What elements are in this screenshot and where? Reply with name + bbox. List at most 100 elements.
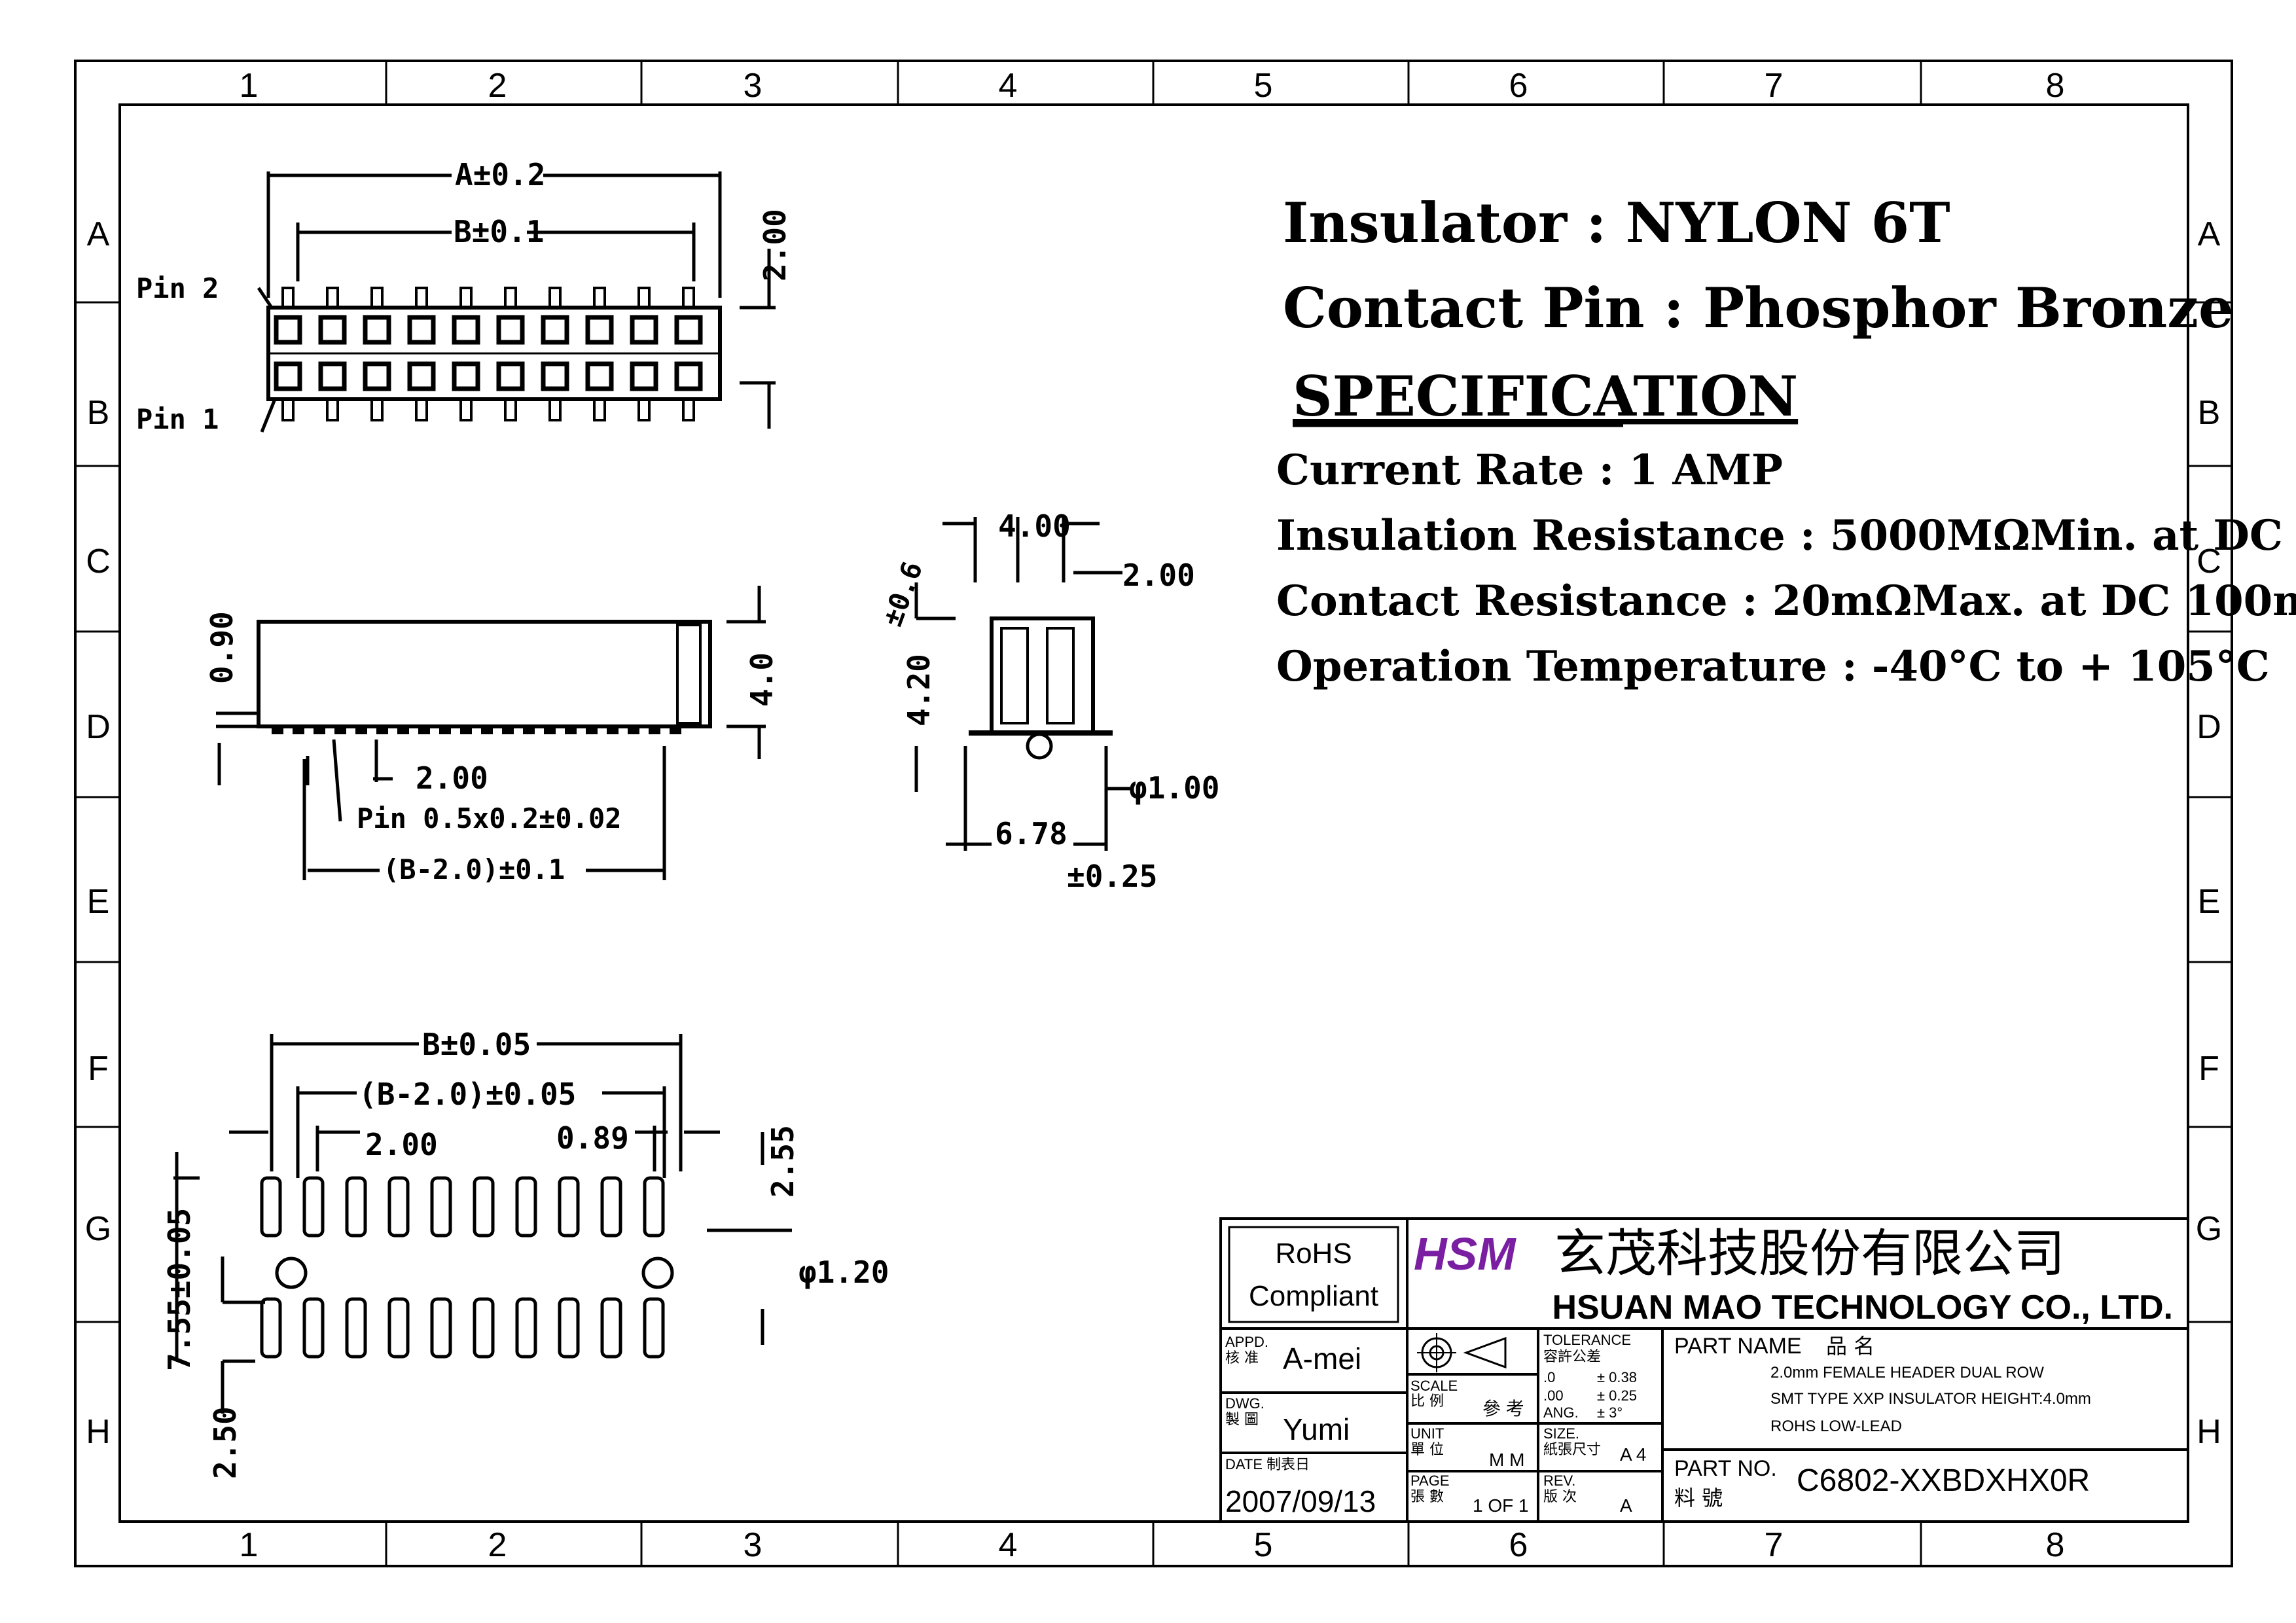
contact-square <box>407 361 436 391</box>
dim-b2-pcb: (B-2.0)±0.05 <box>359 1077 576 1112</box>
part-desc-1: 2.0mm FEMALE HEADER DUAL ROW <box>1770 1364 2044 1382</box>
side-bump <box>565 725 577 734</box>
zone-col-4: 4 <box>999 67 1018 105</box>
side-bump <box>502 725 514 734</box>
rohs-label: RoHS <box>1275 1238 1352 1270</box>
pin1-label: Pin 1 <box>136 403 219 435</box>
dim-255: 2.55 <box>765 1125 800 1198</box>
contact-square <box>452 315 480 345</box>
pcb-pad <box>473 1297 495 1359</box>
lead-stub <box>548 287 562 309</box>
size-label: SIZE. <box>1543 1425 1579 1442</box>
pcb-pad <box>430 1297 452 1359</box>
side-bump <box>397 725 409 734</box>
scale-value: 參 考 <box>1482 1399 1524 1419</box>
dim-200-end: 2.00 <box>1122 558 1195 593</box>
lead-stub <box>682 287 695 309</box>
zone-col-5: 5 <box>1254 67 1273 105</box>
date-cn: 制表日 <box>1266 1457 1310 1473</box>
rev-cn: 版 次 <box>1543 1489 1577 1505</box>
page-value: 1 OF 1 <box>1473 1495 1529 1516</box>
pcb-pad <box>515 1176 537 1238</box>
spec-heading: SPECIFICATION <box>1293 364 1798 429</box>
rev-value: A <box>1620 1495 1632 1516</box>
contact-square <box>585 361 614 391</box>
part-desc-2: SMT TYPE XXP INSULATOR HEIGHT:4.0mm <box>1770 1390 2091 1408</box>
pcb-pad <box>345 1297 367 1359</box>
tol-row3-val: ± 3° <box>1597 1404 1623 1421</box>
tolerance-cn: 容許公差 <box>1543 1349 1601 1365</box>
dim-b-pcb: B±0.05 <box>422 1027 531 1062</box>
zone-col-1: 1 <box>240 67 259 105</box>
tol-row1-val: ± 0.38 <box>1597 1369 1637 1385</box>
pcb-pad <box>643 1176 665 1238</box>
zone-row-f: F <box>88 1050 109 1088</box>
side-bump <box>418 725 430 734</box>
dim-phi100: φ1.00 <box>1129 770 1219 806</box>
appd-cn: 核 准 <box>1225 1350 1259 1366</box>
page-cn: 張 數 <box>1410 1489 1444 1505</box>
side-bump <box>272 725 283 734</box>
side-bump <box>460 725 472 734</box>
zone-row-e: E <box>87 883 110 921</box>
tol-row2-val: ± 0.25 <box>1597 1387 1637 1404</box>
pcb-pad <box>600 1176 622 1238</box>
company-logo: HSM <box>1414 1228 1516 1279</box>
title-block-text: RoHS Compliant HSM 玄茂科技股份有限公司 HSUAN MAO … <box>1225 1224 2173 1518</box>
dim-pitch-side: 2.00 <box>416 760 488 796</box>
contact-square <box>363 361 391 391</box>
dim-40: 4.0 <box>744 652 780 707</box>
pin-spec: Pin 0.5x0.2±0.02 <box>357 802 622 834</box>
spec-contact-res: Contact Resistance : 20mΩMax. at DC 100m… <box>1276 577 2296 626</box>
title-block <box>1219 1217 2189 1523</box>
company-name-en: HSUAN MAO TECHNOLOGY CO., LTD. <box>1552 1289 2173 1327</box>
contact-square <box>541 361 569 391</box>
lead-stub <box>415 398 428 421</box>
zone-row-labels: A B C D E F G H A B C D E F G H <box>85 215 2222 1451</box>
tol-025: ±0.25 <box>1067 859 1157 894</box>
dim-090: 0.90 <box>204 611 240 684</box>
lead-stub <box>637 398 651 421</box>
tol-row3: ANG. <box>1543 1404 1579 1421</box>
zone-column-labels: 1 2 3 4 5 6 7 8 1 2 3 4 5 6 7 8 <box>240 67 2065 1564</box>
page-label: PAGE <box>1410 1472 1450 1489</box>
dwg-cn: 製 圖 <box>1225 1412 1259 1428</box>
contact-square <box>674 315 703 345</box>
pcb-layout-labels: B±0.05 (B-2.0)±0.05 2.00 0.89 2.55 7.55±… <box>162 1027 889 1479</box>
zone-row-g-right: G <box>2196 1210 2222 1248</box>
zone-row-h: H <box>86 1413 111 1451</box>
pcb-layout <box>173 1034 792 1414</box>
zone-col-1-bottom: 1 <box>240 1526 259 1564</box>
contact-square <box>674 361 703 391</box>
pcb-pad <box>387 1297 410 1359</box>
zone-col-4-bottom: 4 <box>999 1526 1018 1564</box>
part-name-label: PART NAME <box>1674 1334 1802 1359</box>
pcb-pad <box>260 1297 282 1359</box>
zone-row-b: B <box>87 394 110 432</box>
end-view-labels: 4.00 2.00 ±0.6 4.20 φ1.00 6.78 ±0.25 <box>876 508 1219 894</box>
date-value: 2007/09/13 <box>1225 1484 1376 1518</box>
spec-current: Current Rate : 1 AMP <box>1276 446 1783 495</box>
appd-label: APPD. <box>1225 1334 1268 1350</box>
scale-cn: 比 例 <box>1410 1393 1444 1410</box>
side-bump <box>314 725 325 734</box>
part-name-cn: 品 名 <box>1826 1334 1874 1359</box>
pcb-pad <box>302 1297 325 1359</box>
top-view-pins <box>274 287 703 421</box>
side-bump <box>293 725 304 734</box>
side-bump <box>355 725 367 734</box>
spec-insulation: Insulation Resistance : 5000MΩMin. at DC… <box>1276 511 2296 560</box>
zone-col-8-bottom: 8 <box>2046 1526 2065 1564</box>
spec-temperature: Operation Temperature : -40°C to + 105°C <box>1276 642 2270 691</box>
specification-block: Insulator : NYLON 6T Contact Pin : Phosp… <box>1276 190 2296 691</box>
dim-phi120: φ1.20 <box>798 1255 889 1290</box>
zone-row-g: G <box>85 1210 111 1248</box>
date-label: DATE <box>1225 1456 1263 1472</box>
contact-square <box>363 315 391 345</box>
zone-row-d: D <box>86 708 111 746</box>
spec-contact-pin: Contact Pin : Phosphor Bronze <box>1283 276 2233 340</box>
side-bump <box>544 725 556 734</box>
spec-insulator: Insulator : NYLON 6T <box>1283 190 1950 255</box>
contact-square <box>496 315 525 345</box>
lead-stub <box>326 398 339 421</box>
